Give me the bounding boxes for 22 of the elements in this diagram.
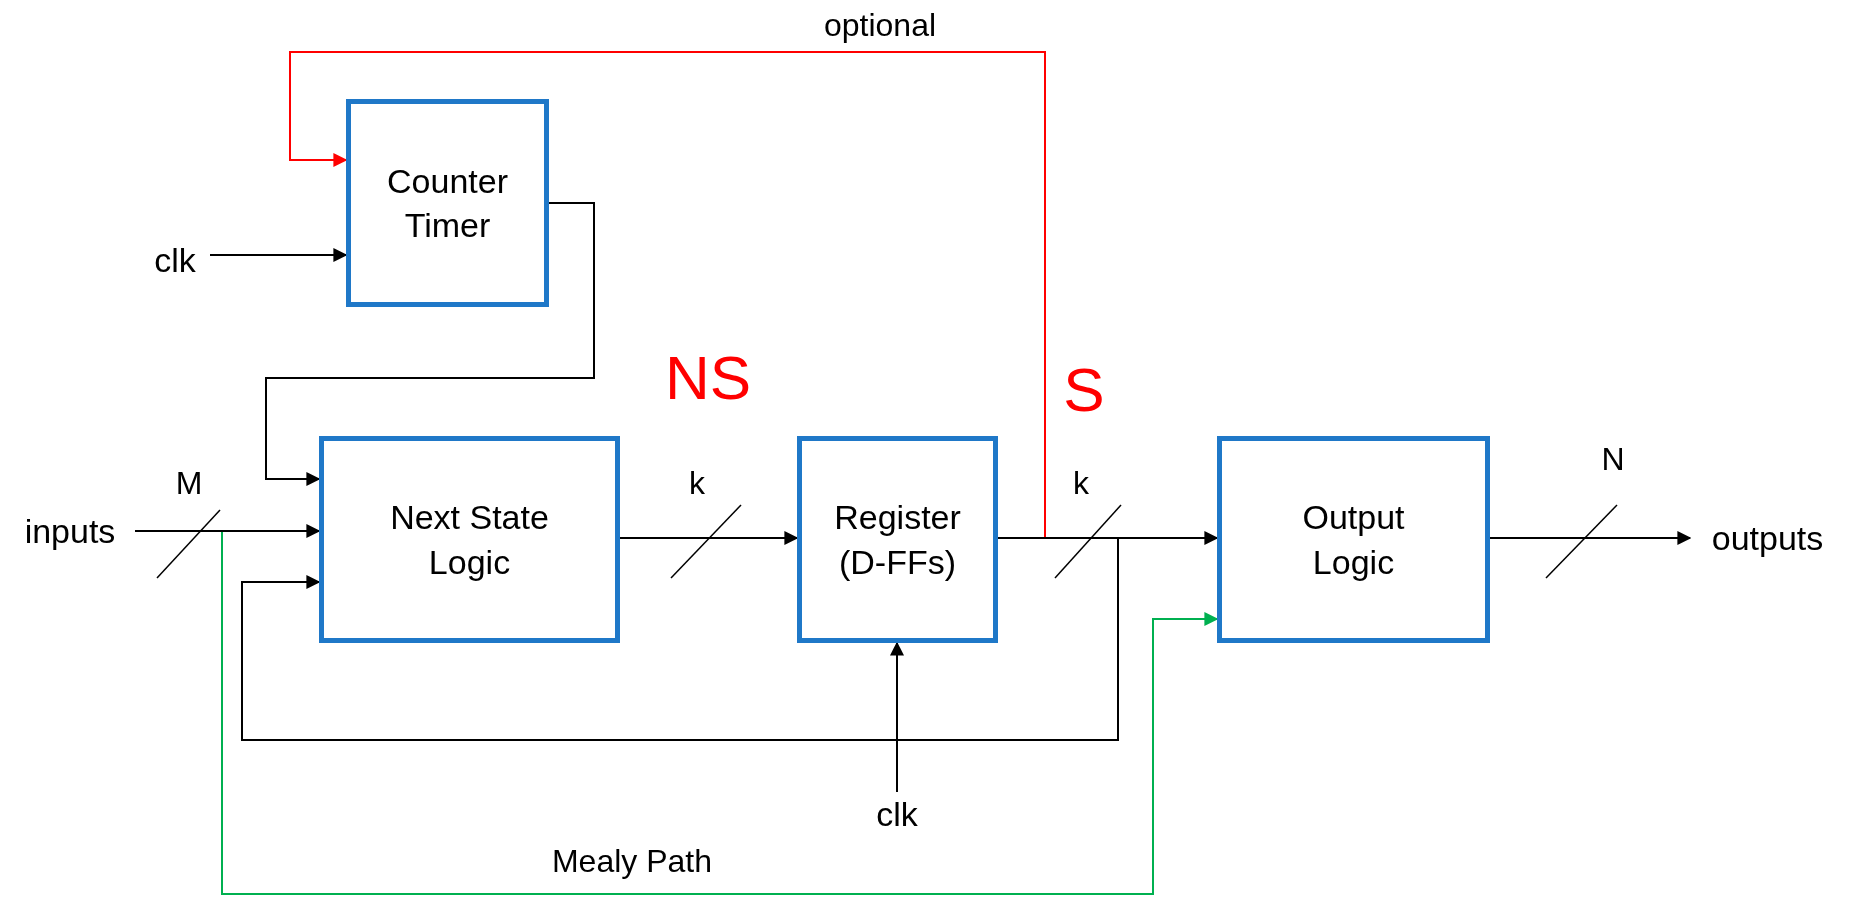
signal-name: S [1063, 359, 1105, 421]
signal-name: NS [664, 347, 752, 409]
logic-block [797, 436, 998, 643]
connector-arrow [1489, 531, 1692, 545]
connector-arrow [134, 524, 321, 538]
connector-arrow [619, 531, 799, 545]
connector-arrow [209, 248, 348, 262]
block-label: Register (D-FFs) [834, 497, 961, 583]
block-label: Counter Timer [387, 160, 508, 246]
connector-arrow [890, 641, 904, 793]
signal-name: outputs [1711, 517, 1824, 559]
block-label: Next State Logic [389, 497, 550, 583]
connector-arrow [241, 537, 1119, 741]
logic-block [346, 99, 549, 307]
block-label: Output Logic [1301, 497, 1406, 583]
signal-name: clk [154, 239, 196, 281]
signal-name: inputs [24, 510, 116, 552]
connector-arrow [265, 202, 595, 486]
signal-name: clk [876, 793, 918, 835]
connector-arrow [289, 51, 1046, 539]
logic-block [319, 436, 620, 643]
logic-block [1217, 436, 1490, 643]
